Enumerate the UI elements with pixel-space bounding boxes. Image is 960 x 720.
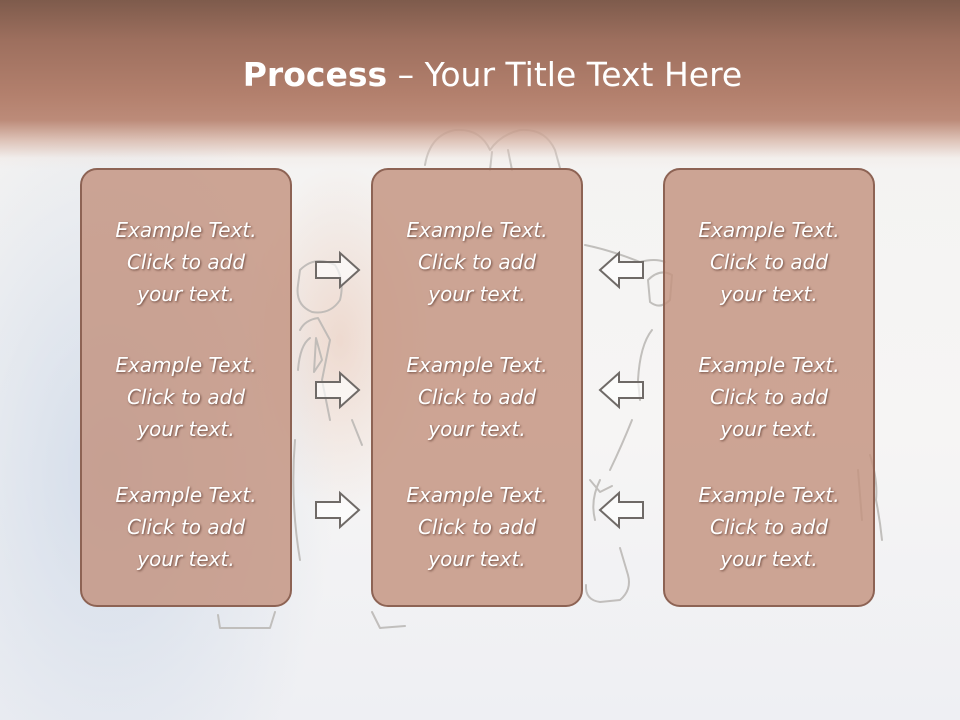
box-text[interactable]: Example Text. Click to add your text. xyxy=(698,218,840,306)
arrow-right-icon xyxy=(315,250,361,290)
process-box-left[interactable]: Example Text. Click to add your text. Ex… xyxy=(80,168,292,607)
box-text[interactable]: Example Text. Click to add your text. xyxy=(406,353,548,441)
arrow-right-icon xyxy=(315,490,361,530)
box-text[interactable]: Example Text. Click to add your text. xyxy=(698,483,840,571)
box-text[interactable]: Example Text. Click to add your text. xyxy=(406,218,548,306)
box-text[interactable]: Example Text. Click to add your text. xyxy=(698,353,840,441)
arrow-left-icon xyxy=(598,490,644,530)
process-box-right[interactable]: Example Text. Click to add your text. Ex… xyxy=(663,168,875,607)
arrow-left-icon xyxy=(598,250,644,290)
box-text[interactable]: Example Text. Click to add your text. xyxy=(115,353,257,441)
process-box-center[interactable]: Example Text. Click to add your text. Ex… xyxy=(371,168,583,607)
header-band xyxy=(0,0,960,170)
box-text[interactable]: Example Text. Click to add your text. xyxy=(406,483,548,571)
arrow-left-icon xyxy=(598,370,644,410)
box-text[interactable]: Example Text. Click to add your text. xyxy=(115,483,257,571)
page-title[interactable]: Process – Your Title Text Here xyxy=(242,55,743,94)
arrow-right-icon xyxy=(315,370,361,410)
box-text[interactable]: Example Text. Click to add your text. xyxy=(115,218,257,306)
